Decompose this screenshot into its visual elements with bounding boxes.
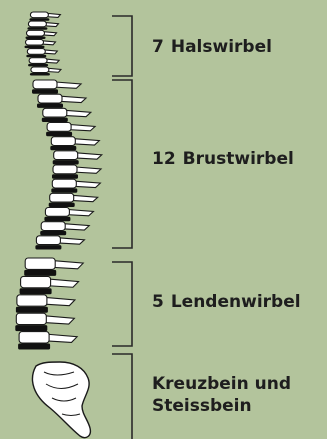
bracket-sacrum — [112, 354, 132, 439]
vertebra-body — [53, 165, 77, 174]
lumbar-name: Lendenwirbel — [171, 292, 301, 312]
vertebra-body — [17, 295, 47, 306]
bracket-lumbar — [112, 262, 132, 346]
intervertebral-disc — [24, 270, 56, 276]
intervertebral-disc — [28, 64, 48, 67]
intervertebral-disc — [52, 174, 78, 178]
intervertebral-disc — [49, 203, 75, 207]
intervertebral-disc — [20, 288, 52, 294]
cervical-name: Halswirbel — [171, 37, 272, 57]
section-brackets — [112, 16, 132, 439]
intervertebral-disc — [35, 245, 61, 249]
label-sacrum-coccyx: Kreuzbein und Steissbein — [152, 373, 322, 417]
vertebra-body — [30, 12, 48, 18]
vertebra-body — [27, 30, 45, 36]
intervertebral-disc — [16, 307, 48, 313]
label-cervical-vertebrae: 7 Halswirbel — [152, 36, 272, 58]
label-thoracic-vertebrae: 12 Brustwirbel — [152, 148, 294, 170]
intervertebral-disc — [37, 104, 63, 108]
sacrum-name: Kreuzbein und Steissbein — [152, 374, 291, 416]
intervertebral-disc — [46, 132, 72, 136]
vertebra-body — [43, 108, 67, 117]
vertebra-body — [19, 332, 49, 343]
intervertebral-disc — [42, 118, 68, 122]
intervertebral-disc — [27, 27, 47, 30]
vertebra-body — [41, 222, 65, 231]
vertebra-body — [51, 137, 75, 146]
vertebra-body — [52, 179, 76, 188]
sacrum-coccyx-shape — [32, 362, 90, 438]
bracket-thoracic — [112, 80, 132, 248]
vertebra-body — [28, 21, 46, 27]
vertebra-body — [21, 276, 51, 287]
intervertebral-disc — [18, 344, 50, 350]
vertebra-body — [45, 208, 69, 217]
intervertebral-disc — [30, 73, 50, 76]
intervertebral-disc — [44, 217, 70, 221]
spine-column — [15, 12, 101, 350]
intervertebral-disc — [32, 89, 58, 93]
vertebra-body — [25, 258, 55, 269]
intervertebral-disc — [53, 160, 79, 164]
bracket-cervical — [112, 16, 132, 76]
vertebra-body — [26, 39, 44, 45]
vertebra-body — [38, 94, 62, 103]
vertebra-body — [31, 67, 49, 73]
intervertebral-disc — [29, 18, 49, 21]
label-lumbar-vertebrae: 5 Lendenwirbel — [152, 291, 301, 313]
intervertebral-disc — [15, 325, 47, 331]
thoracic-count: 12 — [152, 149, 176, 169]
vertebra-body — [33, 80, 57, 89]
vertebra-body — [36, 236, 60, 245]
intervertebral-disc — [26, 37, 46, 40]
thoracic-name: Brustwirbel — [183, 149, 294, 169]
vertebra-body — [50, 193, 74, 202]
cervical-count: 7 — [152, 37, 164, 57]
vertebra-body — [54, 151, 78, 160]
intervertebral-disc — [50, 146, 76, 150]
lumbar-count: 5 — [152, 292, 164, 312]
vertebra-body — [29, 58, 47, 64]
vertebra-body — [27, 49, 45, 55]
intervertebral-disc — [51, 188, 77, 192]
intervertebral-disc — [26, 55, 46, 58]
vertebra-body — [16, 313, 46, 324]
intervertebral-disc — [25, 46, 45, 49]
intervertebral-disc — [40, 231, 66, 235]
vertebra-body — [47, 123, 71, 132]
